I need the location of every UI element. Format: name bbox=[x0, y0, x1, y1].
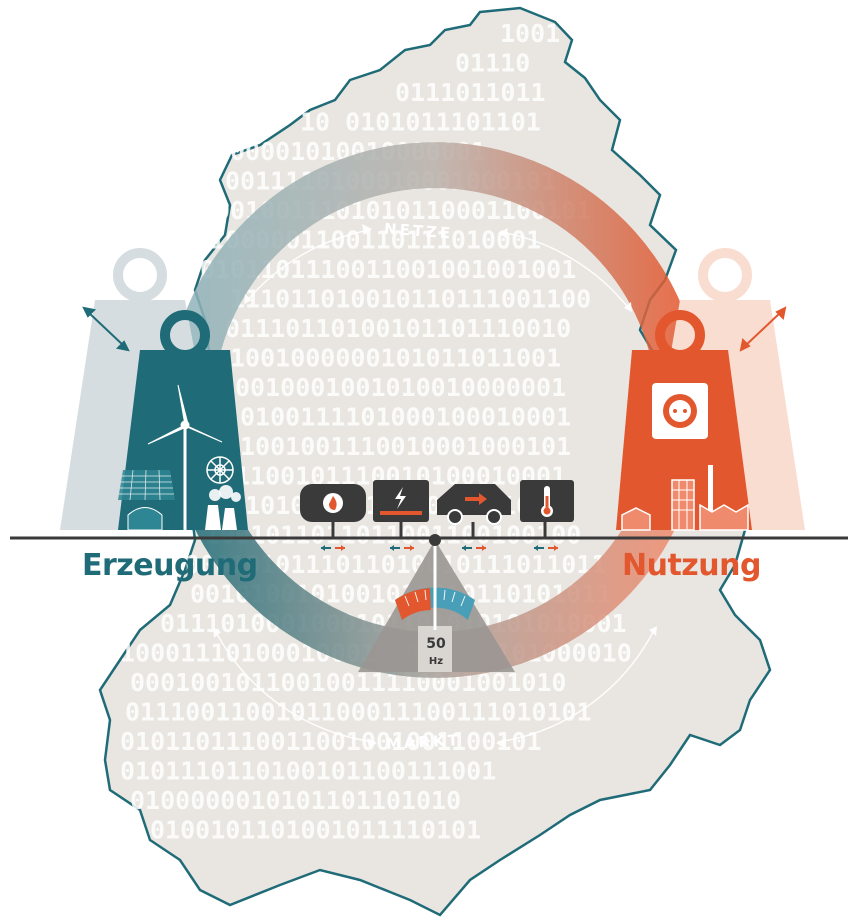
binary-row: 1001000000101011011001 bbox=[230, 344, 561, 373]
electric-car-icon bbox=[437, 484, 511, 538]
resize-arrow-icon bbox=[82, 306, 130, 352]
factory-icon bbox=[699, 465, 749, 531]
frequency-dial bbox=[358, 534, 515, 672]
heat-storage-icon bbox=[300, 484, 366, 538]
binary-row: 01110 bbox=[455, 49, 530, 78]
consumption-weight bbox=[616, 248, 805, 531]
generation-label: Erzeugung bbox=[82, 548, 258, 583]
frequency-unit: Hz bbox=[428, 656, 444, 667]
binary-row: 0100101101001011110101 bbox=[150, 816, 481, 845]
binary-row: 0101110110100101100111001 bbox=[120, 757, 496, 786]
water-wheel-icon bbox=[206, 456, 234, 484]
resize-arrow-icon bbox=[739, 306, 787, 352]
binary-row: 00010010110010011110001001010 bbox=[130, 668, 567, 697]
binary-row: 0111001100101100011100111010101 bbox=[125, 698, 592, 727]
binary-row: 10 0101011101101 bbox=[300, 108, 541, 137]
solar-panel-icon bbox=[118, 469, 175, 501]
binary-row: 0010001001010010000001 bbox=[235, 373, 566, 402]
binary-row: 1001001110010001000101 bbox=[240, 432, 571, 461]
binary-row: 111011010010110111001100 bbox=[230, 285, 591, 314]
flexibility-icons bbox=[300, 480, 574, 551]
battery-icon bbox=[373, 480, 429, 538]
frequency-value: 50 bbox=[426, 636, 446, 652]
biogas-icon bbox=[127, 507, 163, 531]
binary-row: 1001 bbox=[500, 19, 560, 48]
generation-weight bbox=[60, 248, 248, 531]
binary-row: 01110110100101101110010 bbox=[225, 314, 571, 343]
thermal-storage-icon bbox=[520, 480, 574, 538]
building-icon bbox=[621, 479, 695, 531]
consumption-label: Nutzung bbox=[622, 548, 761, 583]
binary-row: 0111011011 bbox=[395, 78, 546, 107]
socket-icon bbox=[652, 383, 708, 439]
flow-arrows-icon bbox=[321, 545, 558, 551]
wind-turbine-icon bbox=[147, 384, 223, 530]
binary-row: 0100000010101101101010 bbox=[130, 786, 461, 815]
binary-row: 0100111101000100010001 bbox=[240, 403, 571, 432]
binary-row: 1001011011011001100100100 bbox=[205, 521, 581, 550]
power-plant-icon bbox=[205, 485, 241, 530]
